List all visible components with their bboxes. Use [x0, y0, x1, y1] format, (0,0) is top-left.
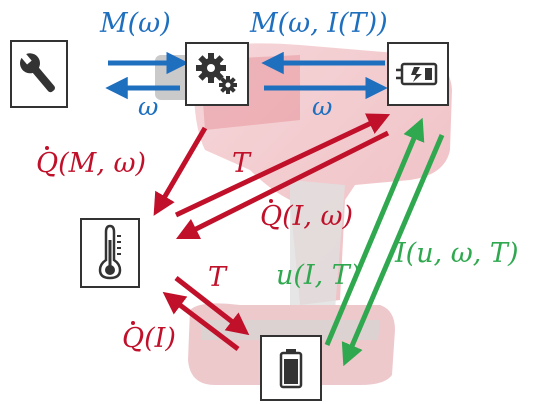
- label-torque-motor: M(ω, I(T)): [250, 8, 388, 39]
- label-heat-battery-symbol: Q: [122, 321, 145, 354]
- label-heat-motor-args: (I, ω): [282, 201, 354, 232]
- battery-box: [260, 335, 322, 401]
- label-omega-right: ω: [312, 92, 333, 121]
- label-current: I(u, ω, T): [395, 238, 519, 269]
- arrow-temp-to-battery: [174, 276, 250, 336]
- motor-icon: [396, 62, 438, 86]
- motor-box: [387, 42, 449, 106]
- tool-box: [10, 40, 68, 108]
- label-temp-lower: T: [208, 262, 227, 293]
- label-omega-left: ω: [138, 92, 159, 121]
- gears-icon: [196, 53, 237, 94]
- arrow-heat-gearbox-to-thermal: [153, 126, 208, 216]
- arrow-heat-battery-to-thermal: [162, 291, 240, 351]
- label-heat-motor: Q(I, ω): [260, 199, 354, 232]
- label-heat-gearbox: Q(M, ω): [36, 146, 147, 179]
- label-heat-battery-args: (I): [144, 323, 176, 354]
- thermometer-icon: [98, 224, 122, 280]
- label-heat-gearbox-args: (M, ω): [58, 148, 147, 179]
- gearbox-box: [185, 42, 249, 106]
- battery-icon: [279, 349, 303, 389]
- label-voltage: u(I, T): [276, 260, 361, 291]
- arrow-voltage-to-motor: [324, 117, 425, 346]
- arrow-heat-motor-to-thermal: [175, 130, 390, 240]
- label-temp-upper: T: [232, 148, 251, 179]
- arrow-current-to-battery: [341, 134, 445, 367]
- arrow-temp-to-motor: [174, 113, 391, 218]
- label-heat-battery: Q(I): [122, 321, 176, 354]
- label-heat-gearbox-symbol: Q: [36, 146, 59, 179]
- thermal-box: [80, 218, 140, 288]
- label-heat-motor-symbol: Q: [260, 199, 283, 232]
- label-torque-top: M(ω): [100, 8, 171, 39]
- wrench-icon: [19, 52, 55, 93]
